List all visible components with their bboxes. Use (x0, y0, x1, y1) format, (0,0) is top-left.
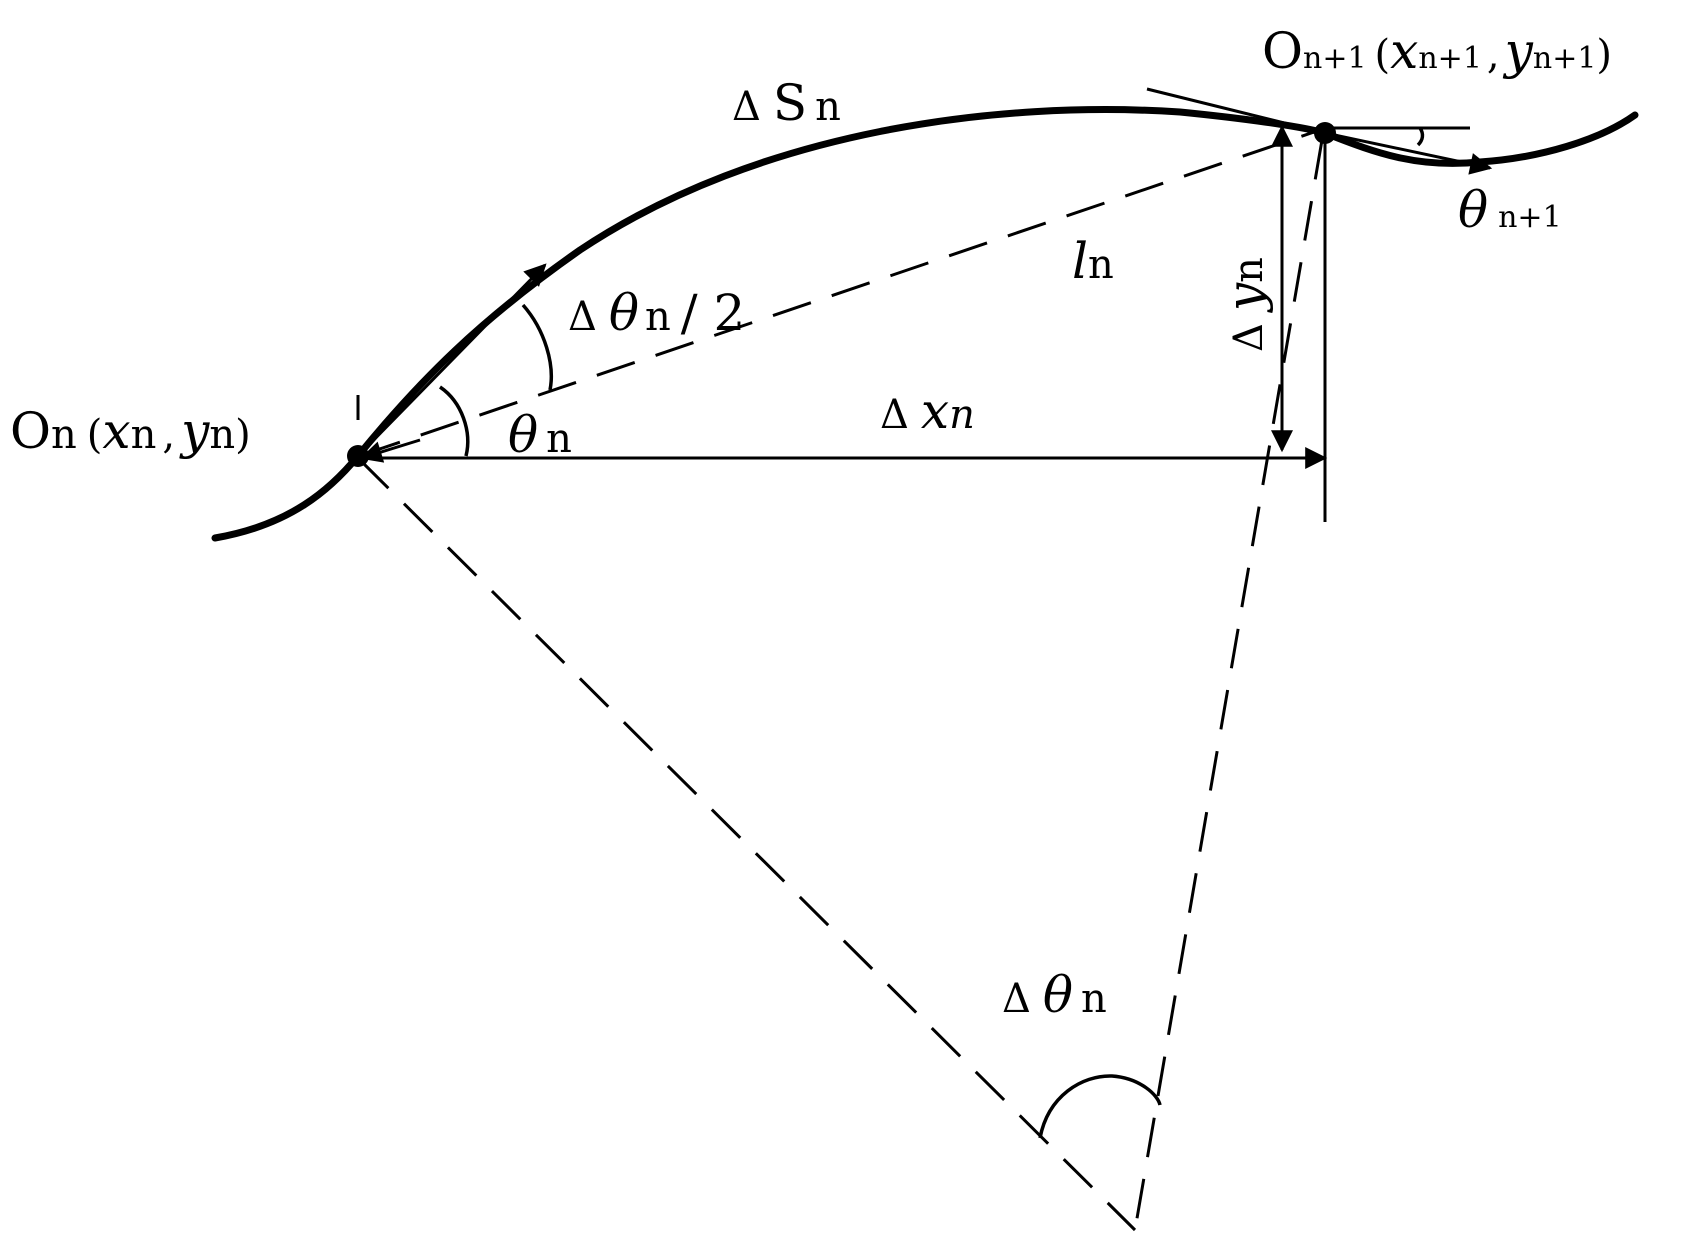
half-theta-arc (521, 303, 553, 391)
tangent-line-n1 (1146, 87, 1326, 135)
main-curve (211, 106, 1639, 542)
delta-x-tail-arrow (359, 438, 421, 463)
radius-line-n (358, 458, 1137, 1232)
point-o-n1 (1314, 122, 1336, 144)
tangent-arrow-n1 (1324, 131, 1493, 175)
point-n-label: On(xn,yn) (10, 402, 251, 460)
delta-y-label: Δyn (1216, 257, 1274, 352)
delta-theta-arc (1038, 1074, 1162, 1139)
point-n1-label: On+1(xn+1,yn+1) (1262, 22, 1612, 80)
theta-n1-arc (1416, 127, 1425, 147)
chord-line (361, 128, 1321, 457)
chord-label: ln (1072, 232, 1114, 290)
tangent-line-n (356, 263, 547, 458)
theta-n-arc (438, 385, 470, 457)
point-o-n (347, 445, 369, 467)
